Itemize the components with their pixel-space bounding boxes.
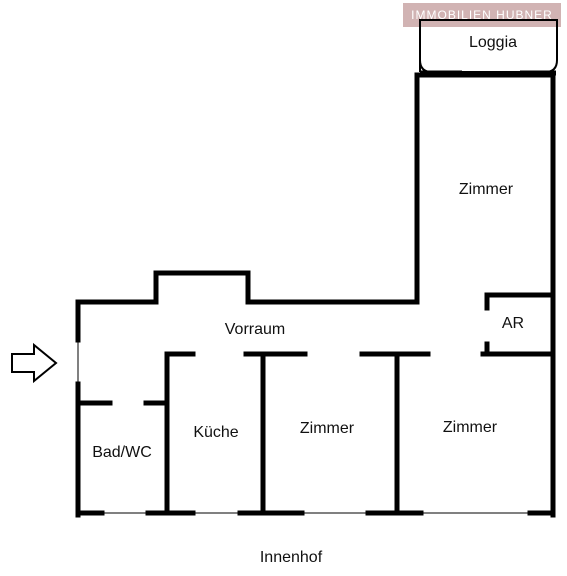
label-innenhof: Innenhof bbox=[260, 549, 323, 566]
watermark-logo: IMMOBILIEN HUBNER bbox=[403, 3, 561, 27]
label-zimmer-top: Zimmer bbox=[459, 181, 514, 198]
label-bad-wc: Bad/WC bbox=[92, 444, 152, 461]
label-zimmer-right: Zimmer bbox=[443, 419, 498, 436]
label-kueche: Küche bbox=[193, 424, 238, 441]
label-vorraum: Vorraum bbox=[225, 321, 285, 338]
wall-top-left bbox=[75, 270, 420, 343]
label-zimmer-mid: Zimmer bbox=[300, 420, 355, 437]
label-loggia: Loggia bbox=[469, 34, 517, 51]
label-ar: AR bbox=[502, 315, 524, 332]
walls bbox=[75, 72, 556, 518]
arrow-right-icon bbox=[11, 342, 58, 384]
